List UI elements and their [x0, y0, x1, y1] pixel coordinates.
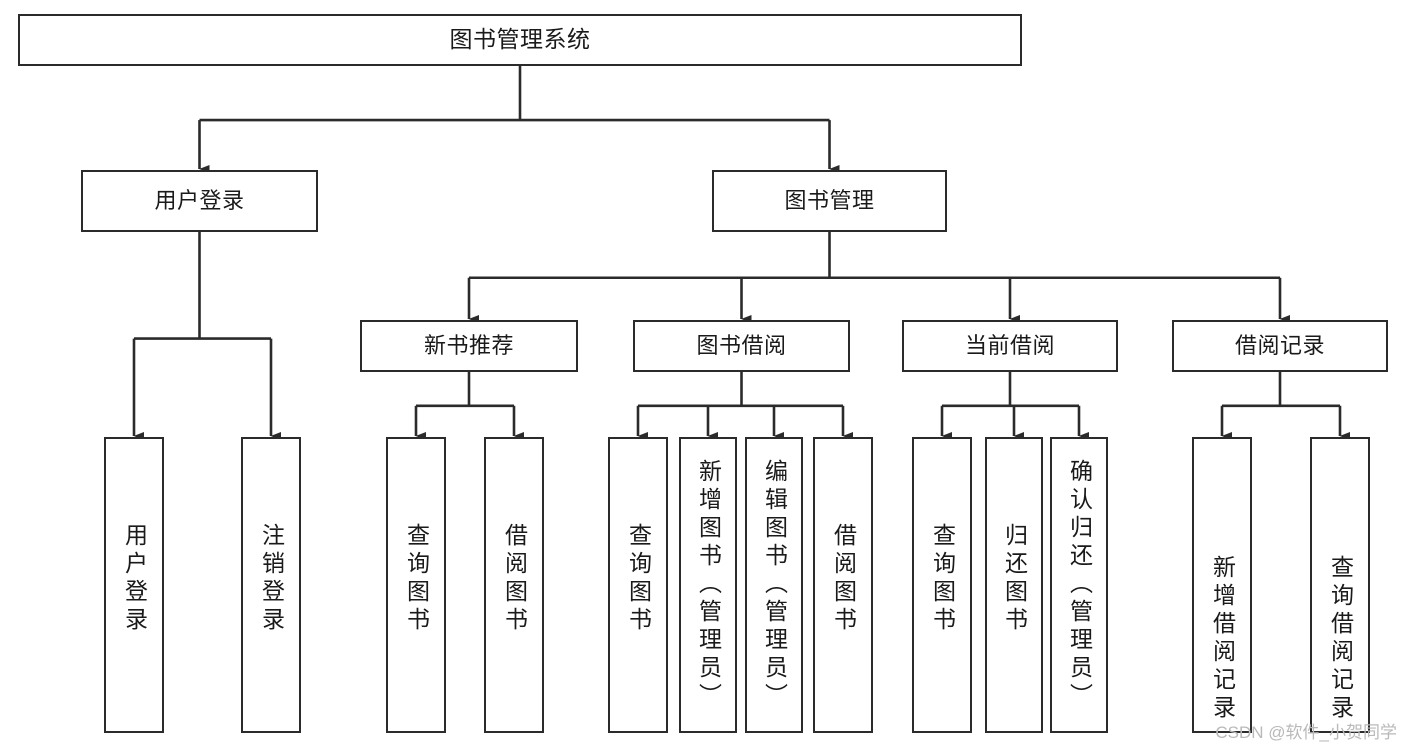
node-label-leaf-borrow-book-1: 借阅图书 [501, 523, 528, 635]
node-leaf-logout[interactable]: 注销登录 [241, 437, 301, 733]
node-label-leaf-query-book-3: 查询图书 [929, 523, 956, 635]
node-label-leaf-query-record: 查询借阅记录 [1327, 555, 1354, 723]
node-label-root: 图书管理系统 [449, 26, 591, 53]
node-label-leaf-add-record: 新增借阅记录 [1209, 555, 1236, 723]
node-book-borrow[interactable]: 图书借阅 [633, 320, 850, 372]
node-label-new-book-rec: 新书推荐 [423, 333, 514, 359]
node-leaf-edit-book[interactable]: 编辑图书（管理员） [745, 437, 803, 733]
node-label-user-login: 用户登录 [154, 188, 245, 214]
node-label-book-borrow: 图书借阅 [696, 333, 787, 359]
node-label-leaf-query-book-2: 查询图书 [625, 523, 652, 635]
node-leaf-confirm-return[interactable]: 确认归还（管理员） [1050, 437, 1108, 733]
node-root[interactable]: 图书管理系统 [18, 14, 1022, 66]
node-leaf-query-book-2[interactable]: 查询图书 [608, 437, 668, 733]
node-current-borrow[interactable]: 当前借阅 [902, 320, 1118, 372]
node-label-leaf-logout: 注销登录 [258, 523, 285, 635]
node-label-leaf-user-login: 用户登录 [121, 523, 148, 635]
node-new-book-rec[interactable]: 新书推荐 [360, 320, 578, 372]
node-leaf-borrow-book-2[interactable]: 借阅图书 [813, 437, 873, 733]
node-label-leaf-return-book: 归还图书 [1001, 523, 1028, 635]
node-leaf-query-book-1[interactable]: 查询图书 [386, 437, 446, 733]
node-user-login[interactable]: 用户登录 [81, 170, 318, 232]
node-leaf-add-record[interactable]: 新增借阅记录 [1192, 437, 1252, 733]
node-leaf-add-book[interactable]: 新增图书（管理员） [679, 437, 737, 733]
node-label-book-manage: 图书管理 [784, 188, 875, 214]
node-label-current-borrow: 当前借阅 [964, 333, 1055, 359]
node-label-leaf-borrow-book-2: 借阅图书 [830, 523, 857, 635]
node-leaf-return-book[interactable]: 归还图书 [985, 437, 1043, 733]
node-label-leaf-query-book-1: 查询图书 [403, 523, 430, 635]
node-label-leaf-edit-book: 编辑图书（管理员） [761, 459, 788, 711]
node-leaf-user-login[interactable]: 用户登录 [104, 437, 164, 733]
node-leaf-borrow-book-1[interactable]: 借阅图书 [484, 437, 544, 733]
node-label-leaf-confirm-return: 确认归还（管理员） [1066, 459, 1093, 711]
node-book-manage[interactable]: 图书管理 [712, 170, 947, 232]
node-borrow-record[interactable]: 借阅记录 [1172, 320, 1388, 372]
node-leaf-query-book-3[interactable]: 查询图书 [912, 437, 972, 733]
node-label-borrow-record: 借阅记录 [1234, 333, 1325, 359]
node-label-leaf-add-book: 新增图书（管理员） [695, 459, 722, 711]
node-leaf-query-record[interactable]: 查询借阅记录 [1310, 437, 1370, 733]
